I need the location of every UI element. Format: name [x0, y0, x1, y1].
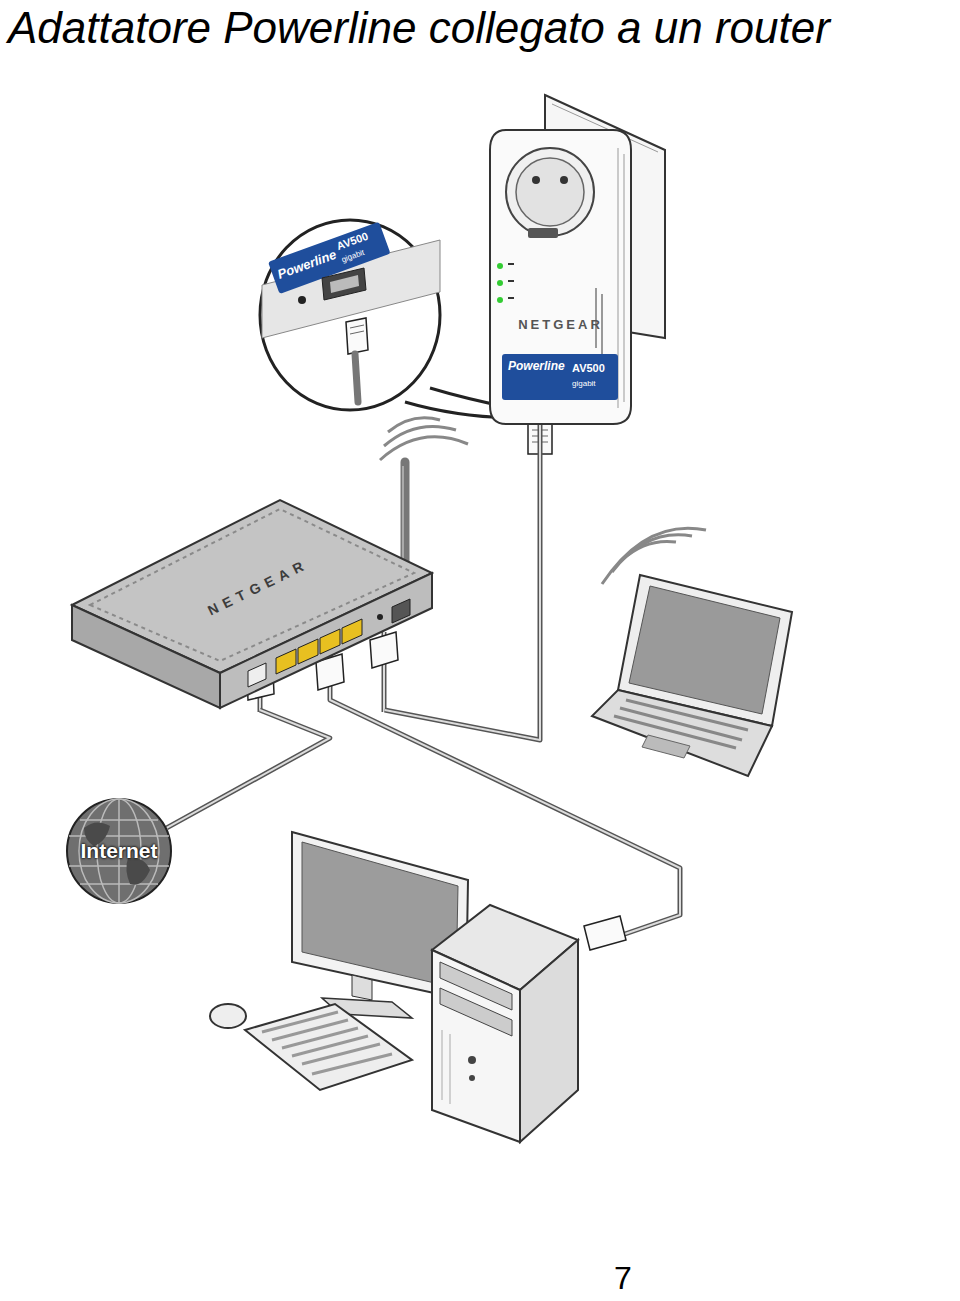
- wireless-router: NETGEAR: [70, 495, 435, 710]
- product-line: Powerline: [508, 360, 565, 372]
- page-title: Adattatore Powerline collegato a un rout…: [8, 4, 830, 52]
- internet-text: Internet: [66, 840, 172, 861]
- model-name: AV500: [572, 363, 605, 374]
- brand-name: NETGEAR: [488, 318, 633, 331]
- cable-highlight: [167, 710, 330, 828]
- powerline-adapter: NETGEAR Powerline AV500 gigabit: [488, 128, 633, 425]
- router-shape: [70, 495, 435, 710]
- ethernet-cable: [167, 710, 330, 828]
- page-number: 7: [614, 1262, 632, 1294]
- model-variant: gigabit: [572, 380, 596, 388]
- internet-globe: Internet: [66, 798, 172, 904]
- adapter-shape: [488, 128, 633, 425]
